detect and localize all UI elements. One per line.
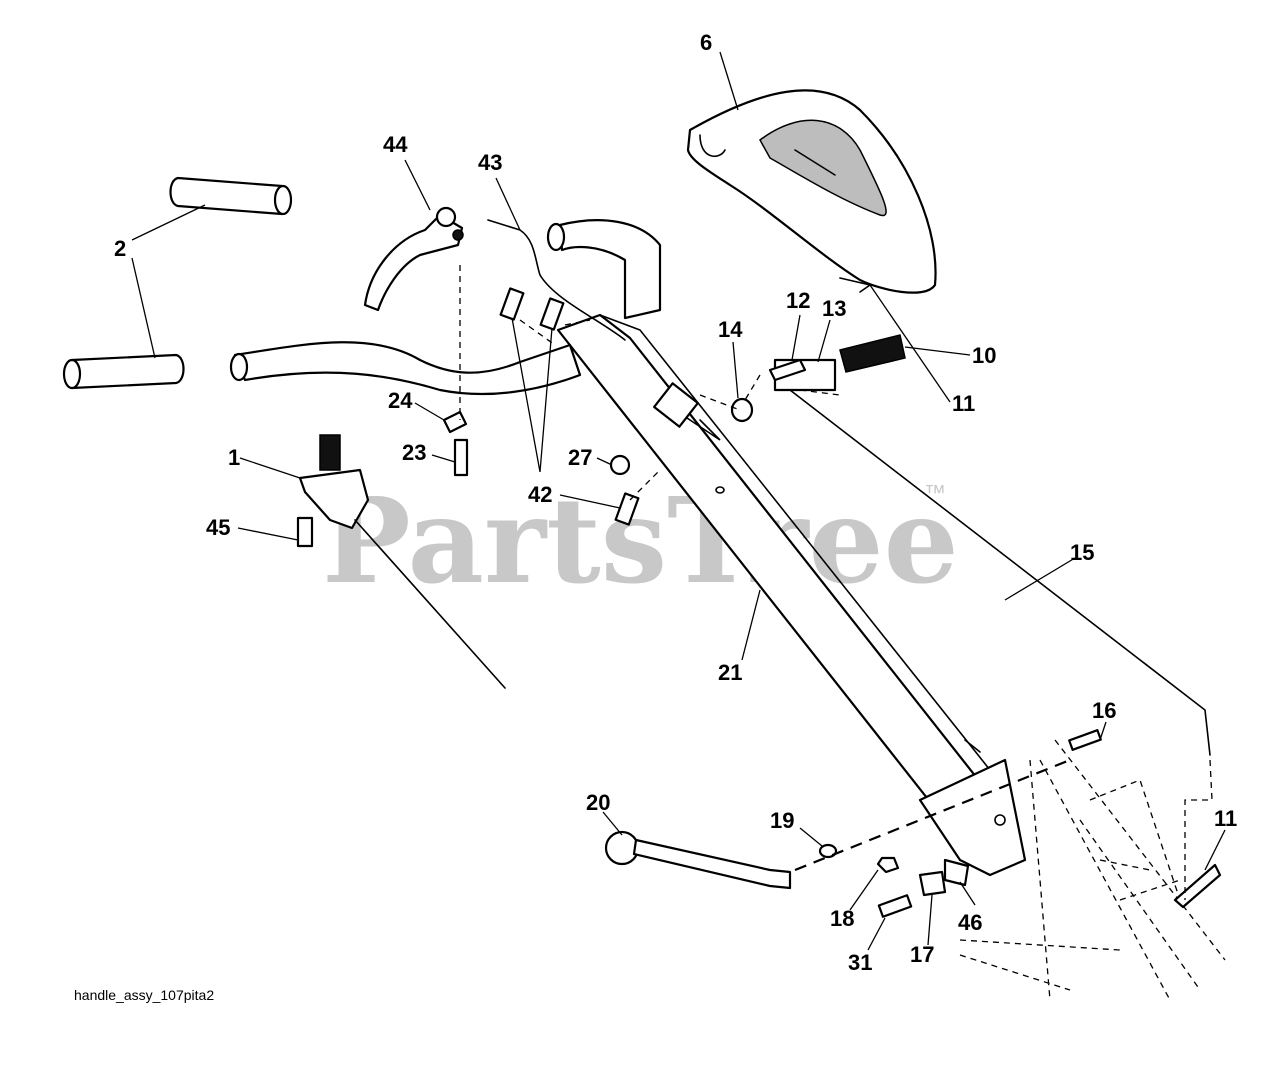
assembly-dash-lines xyxy=(459,265,1213,900)
callout-15: 15 xyxy=(1070,540,1094,565)
callout-43: 43 xyxy=(478,150,502,175)
part-18-nut xyxy=(876,856,900,874)
callout-11-lower: 11 xyxy=(1214,806,1237,831)
part-19-washer xyxy=(818,843,838,859)
callout-31: 31 xyxy=(848,950,872,975)
part-11-pin-lower xyxy=(1173,863,1222,909)
part-10-knob xyxy=(839,334,906,373)
callout-27: 27 xyxy=(568,445,592,470)
callout-24: 24 xyxy=(388,388,413,413)
tiller-frame-outline xyxy=(959,739,1226,1001)
part-1-bracket xyxy=(298,434,506,689)
callout-6: 6 xyxy=(700,30,712,55)
callout-20: 20 xyxy=(586,790,610,815)
part-43-cable xyxy=(487,219,626,341)
callout-19: 19 xyxy=(770,808,794,833)
part-44-control-lever xyxy=(363,206,464,312)
callout-14: 14 xyxy=(718,317,743,342)
part-17-pad xyxy=(918,870,947,897)
part-6-cover xyxy=(686,89,937,294)
part-16-bolt xyxy=(1068,729,1102,751)
callout-18: 18 xyxy=(830,906,854,931)
callout-1: 1 xyxy=(228,445,240,470)
callout-13: 13 xyxy=(822,296,846,321)
part-45-bolt xyxy=(296,516,314,548)
callout-23: 23 xyxy=(402,440,426,465)
part-42-bolts xyxy=(499,287,640,526)
part-24-clip xyxy=(442,410,468,434)
part-46-pad xyxy=(943,858,970,887)
part-2-grip-upper xyxy=(169,176,293,216)
callout-11-upper: 11 xyxy=(952,391,975,416)
callout-45: 45 xyxy=(206,515,230,540)
part-31-bolt xyxy=(877,894,913,918)
callout-17: 17 xyxy=(910,942,934,967)
callout-10: 10 xyxy=(972,343,996,368)
part-12-bolt xyxy=(768,358,807,382)
part-20-shift-lever xyxy=(604,830,792,890)
callout-44: 44 xyxy=(383,132,408,157)
callout-46: 46 xyxy=(958,910,982,935)
callout-12: 12 xyxy=(786,288,810,313)
callout-42: 42 xyxy=(528,482,552,507)
part-14-spacer xyxy=(730,397,754,423)
watermark-trademark: ™ xyxy=(924,480,946,505)
watermark-text: PartsTree xyxy=(322,471,959,610)
part-2-grip-lower xyxy=(62,353,185,390)
diagram-caption: handle_assy_107pita2 xyxy=(74,987,214,1003)
part-21-handle-tube xyxy=(556,313,1027,877)
callout-2: 2 xyxy=(114,236,126,261)
part-27-nut xyxy=(609,454,631,476)
callout-21: 21 xyxy=(718,660,742,685)
callout-16: 16 xyxy=(1092,698,1116,723)
part-15-rod xyxy=(789,389,1211,756)
leader-lines xyxy=(131,51,1226,951)
handlebar xyxy=(229,219,662,396)
part-23-bolt xyxy=(453,438,469,477)
